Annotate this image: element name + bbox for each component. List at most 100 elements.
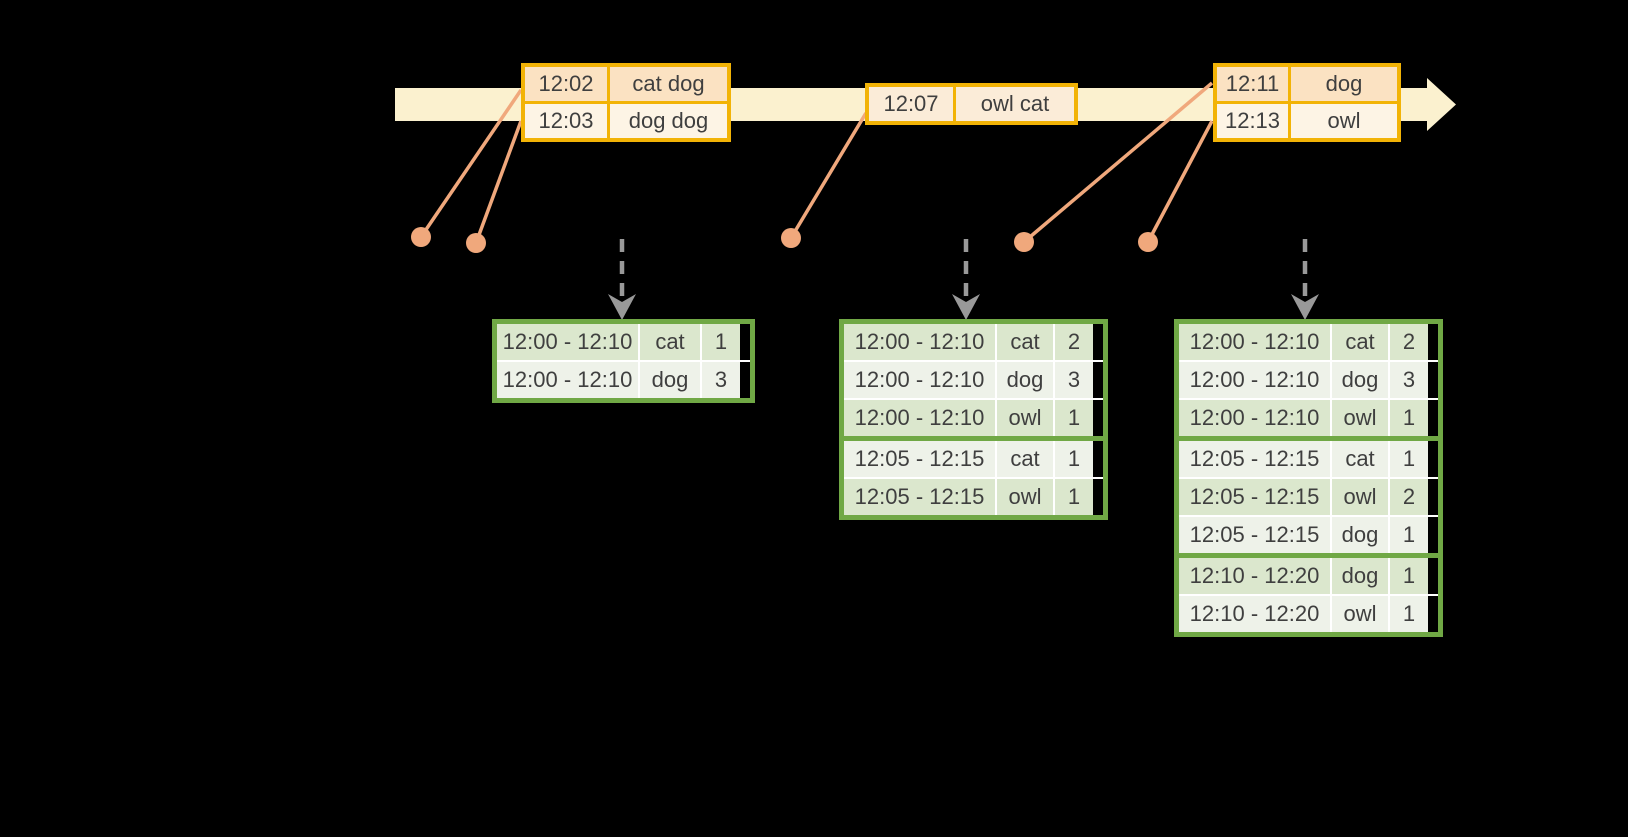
trigger-arrow: [1291, 239, 1319, 320]
row-separator: [1179, 515, 1438, 517]
result-word-cell: owl: [995, 400, 1053, 436]
result-count-cell: 2: [1053, 324, 1093, 360]
result-word-cell: cat: [1330, 441, 1388, 477]
event-dot: [781, 228, 801, 248]
event-words-cell: dog: [1288, 67, 1397, 101]
result-word-cell: dog: [638, 362, 700, 398]
event-time-cell: 12:02: [525, 67, 607, 101]
trigger-arrow: [608, 239, 636, 320]
connector-line: [419, 89, 523, 238]
trigger-arrowhead: [952, 294, 980, 320]
result-word-cell: dog: [1330, 362, 1388, 398]
row-separator: [1179, 594, 1438, 596]
row-separator: [1179, 398, 1438, 400]
result-window-cell: 12:00 - 12:10: [1179, 400, 1330, 436]
trigger-arrows: [608, 239, 1319, 320]
result-count-cell: 1: [1053, 441, 1093, 477]
result-count-cell: 3: [700, 362, 740, 398]
row-separator: [1179, 477, 1438, 479]
connector-line: [1146, 120, 1214, 243]
row-separator: [1179, 436, 1438, 441]
result-window-cell: 12:05 - 12:15: [844, 441, 995, 477]
event-dot: [411, 227, 431, 247]
result-window-cell: 12:10 - 12:20: [1179, 596, 1330, 632]
result-word-cell: owl: [1330, 596, 1388, 632]
result-window-cell: 12:00 - 12:10: [1179, 324, 1330, 360]
result-window-cell: 12:00 - 12:10: [1179, 362, 1330, 398]
result-count-cell: 1: [1053, 479, 1093, 515]
result-count-cell: 2: [1388, 324, 1428, 360]
result-word-cell: cat: [995, 324, 1053, 360]
result-window-cell: 12:00 - 12:10: [844, 400, 995, 436]
event-connectors: [411, 81, 1214, 253]
event-time-cell: 12:03: [525, 104, 607, 138]
result-word-cell: dog: [1330, 558, 1388, 594]
event-dot: [466, 233, 486, 253]
result-word-cell: cat: [638, 324, 700, 360]
event-connector: [781, 112, 868, 248]
result-word-cell: dog: [1330, 517, 1388, 553]
result-count-cell: 1: [1388, 517, 1428, 553]
result-window-cell: 12:00 - 12:10: [497, 324, 638, 360]
result-word-cell: owl: [1330, 479, 1388, 515]
result-count-cell: 2: [1388, 479, 1428, 515]
row-separator: [844, 398, 1103, 400]
result-window-cell: 12:05 - 12:15: [1179, 479, 1330, 515]
event-connector: [411, 89, 523, 247]
event-time-cell: 12:07: [869, 87, 953, 121]
result-count-cell: 1: [1388, 400, 1428, 436]
event-connector: [466, 120, 523, 253]
event-time-cell: 12:11: [1217, 67, 1288, 101]
trigger-arrow: [952, 239, 980, 320]
result-window-cell: 12:05 - 12:15: [1179, 517, 1330, 553]
result-window-cell: 12:05 - 12:15: [844, 479, 995, 515]
row-separator: [1179, 360, 1438, 362]
event-words-cell: dog dog: [607, 104, 727, 138]
result-window-cell: 12:05 - 12:15: [1179, 441, 1330, 477]
event-connector: [1014, 81, 1214, 252]
result-word-cell: dog: [995, 362, 1053, 398]
result-count-cell: 1: [1388, 558, 1428, 594]
result-word-cell: owl: [995, 479, 1053, 515]
row-separator: [497, 360, 750, 362]
result-window-cell: 12:10 - 12:20: [1179, 558, 1330, 594]
row-separator: [1179, 553, 1438, 558]
event-dot: [1014, 232, 1034, 252]
connector-line: [474, 120, 523, 244]
event-words-cell: owl: [1288, 104, 1397, 138]
result-word-cell: cat: [995, 441, 1053, 477]
connector-line: [1022, 81, 1214, 244]
event-time-cell: 12:13: [1217, 104, 1288, 138]
result-window-cell: 12:00 - 12:10: [497, 362, 638, 398]
row-separator: [844, 436, 1103, 441]
result-window-cell: 12:00 - 12:10: [844, 362, 995, 398]
event-words-cell: owl cat: [953, 87, 1074, 121]
event-dot: [1138, 232, 1158, 252]
row-separator: [844, 477, 1103, 479]
result-count-cell: 3: [1388, 362, 1428, 398]
connector-line: [789, 112, 868, 239]
result-count-cell: 1: [1388, 441, 1428, 477]
trigger-arrowhead: [608, 294, 636, 320]
